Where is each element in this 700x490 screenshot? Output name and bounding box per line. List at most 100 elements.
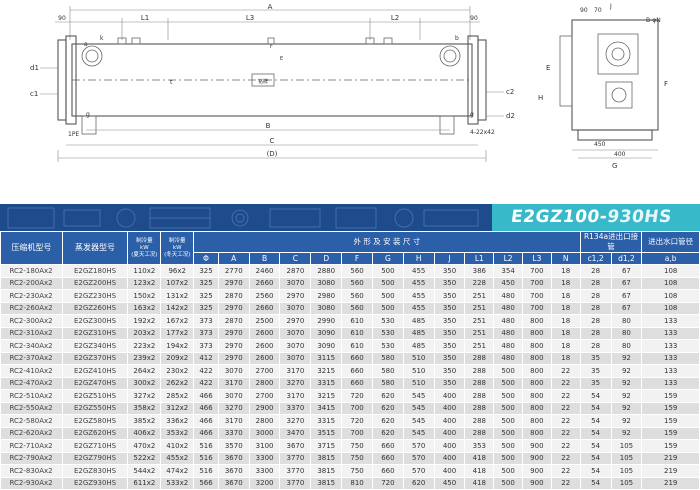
table-cell: 900 (522, 452, 552, 465)
table-cell: 530 (372, 339, 404, 353)
side-view: 90 70 J B-φN F E H 450 400 G (538, 3, 668, 170)
table-cell: 133 (641, 314, 700, 328)
table-cell: 358x2 (127, 402, 162, 415)
table-cell: 2990 (310, 314, 343, 328)
table-cell: 566 (193, 477, 219, 490)
table-cell: 54 (580, 414, 612, 428)
table-cell: 800 (522, 364, 552, 378)
table-cell: 418 (464, 464, 495, 478)
table-cell: 264x2 (127, 364, 162, 378)
table-cell: 611x2 (127, 477, 162, 490)
table-cell: 251 (464, 339, 495, 353)
table-cell: 80 (611, 339, 643, 353)
table-cell: 3270 (279, 414, 312, 428)
table-cell: 203x2 (127, 327, 162, 340)
table-cell: 620 (372, 427, 404, 440)
table-cell: 400 (434, 452, 466, 465)
top-dimensions: A 90 L1 L3 L2 90 (55, 3, 480, 40)
head-pipe-col: c1,2 (579, 252, 612, 265)
table-cell: 455x2 (160, 452, 195, 465)
table-cell: 219 (641, 464, 700, 478)
table-cell: 223x2 (127, 339, 162, 353)
table-cell: 108 (641, 289, 700, 303)
table-cell: 400 (434, 439, 466, 453)
head-dim-col: J (433, 252, 466, 265)
head-dim-col: H (402, 252, 435, 265)
table-cell: 510 (403, 377, 435, 390)
table-cell: 2970 (279, 289, 312, 303)
table-cell: 3470 (279, 427, 312, 440)
table-cell: 80 (611, 327, 643, 340)
head-dim-col: G (371, 252, 404, 265)
table-cell: 570 (403, 452, 435, 465)
table-cell: 336x2 (160, 414, 195, 428)
dim-A: A (268, 3, 273, 11)
table-cell: 533x2 (160, 477, 195, 490)
table-cell: RC2-370Ax2 (0, 352, 63, 365)
table-cell: 3270 (218, 402, 250, 415)
table-cell: 350 (434, 377, 466, 390)
table-cell: 3170 (218, 377, 250, 390)
banner-pattern (7, 207, 479, 229)
table-cell: 54 (580, 439, 612, 453)
label-bolts: 4-22x42 (470, 129, 495, 136)
head-dim-col: L2 (493, 252, 523, 265)
table-cell: E2GZ340HS (62, 339, 129, 353)
table-cell: 28 (580, 289, 612, 303)
table-cell: 3070 (279, 277, 312, 290)
table-cell: 544x2 (127, 464, 162, 478)
table-cell: E2GZ790HS (62, 452, 129, 465)
head-dim-col: D (310, 252, 343, 265)
table-cell: 80 (611, 314, 643, 328)
dim-L1: L1 (141, 14, 149, 22)
table-cell: 3080 (310, 277, 343, 290)
table-cell: 800 (522, 402, 552, 415)
table-cell: 108 (641, 302, 700, 315)
table-cell: 400 (434, 414, 466, 428)
table-cell: E2GZ580HS (62, 414, 129, 428)
table-cell: 18 (551, 289, 581, 303)
table-cell: 108 (641, 264, 700, 278)
table-cell: 35 (580, 364, 612, 378)
table-cell: 353x2 (160, 427, 195, 440)
table-cell: 350 (434, 289, 466, 303)
table-cell: 22 (551, 464, 581, 478)
table-cell: 2600 (249, 327, 281, 340)
table-cell: 2900 (249, 402, 281, 415)
evaporator-shell: 铭牌 F E a k b g g t (57, 35, 487, 135)
table-cell: 54 (580, 389, 612, 403)
technical-drawing: A 90 L1 L3 L2 90 铭牌 (30, 3, 668, 170)
table-cell: 3300 (249, 464, 281, 478)
table-cell: 22 (551, 452, 581, 465)
table-cell: 288 (464, 414, 495, 428)
table-cell: 900 (522, 477, 552, 490)
table-cell: 105 (611, 452, 643, 465)
table-cell: 3070 (279, 327, 312, 340)
table-cell: E2GZ410HS (62, 364, 129, 378)
head-cool-summer-cond: (夏天工况) (131, 251, 158, 258)
table-cell: E2GZ230HS (62, 289, 129, 303)
table-cell: 516 (193, 452, 219, 465)
table-cell: 660 (341, 377, 373, 390)
label-E-top: E (280, 56, 283, 62)
table-cell: 400 (434, 389, 466, 403)
table-cell: 800 (522, 427, 552, 440)
table-cell: 500 (493, 464, 523, 478)
table-cell: 105 (611, 464, 643, 478)
table-cell: 3515 (310, 427, 343, 440)
table-cell: 92 (611, 427, 643, 440)
table-cell: 700 (522, 264, 552, 278)
table-cell: 530 (372, 314, 404, 328)
table-cell: 480 (493, 352, 523, 365)
table-cell: RC2-410Ax2 (0, 364, 63, 378)
table-cell: E2GZ710HS (62, 439, 129, 453)
table-cell: 22 (551, 402, 581, 415)
table-cell: 373 (193, 314, 219, 328)
table-cell: 510 (403, 352, 435, 365)
table-cell: 3770 (279, 452, 312, 465)
model-suffix: 930HS (606, 207, 674, 227)
table-cell: 133 (641, 352, 700, 365)
head-dimensions: 外 形 及 安 装 尺 寸 (193, 231, 581, 253)
